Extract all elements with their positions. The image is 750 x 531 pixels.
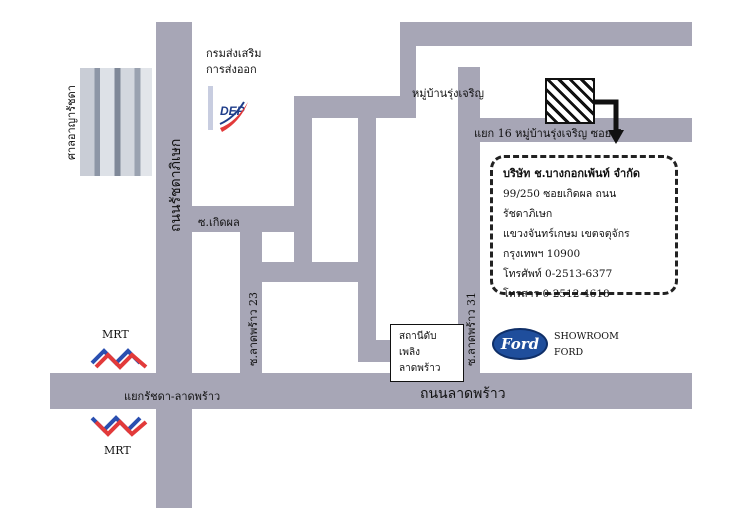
showroom-line2: FORD	[554, 347, 584, 358]
fire-station-line2: ลาดพร้าว	[399, 363, 441, 374]
road-village-inner-vertical	[358, 118, 376, 362]
road-village-mid-vertical	[294, 96, 312, 282]
label-court: ศาลอาญารัชดา	[65, 85, 78, 160]
court-building-image	[80, 68, 152, 176]
label-ratchadaphisek: ถนนรัชดาภิเษก	[168, 138, 184, 232]
fire-station-box: สถานีดับเพลิง ลาดพร้าว	[390, 324, 464, 382]
road-village-left-vertical	[400, 22, 416, 104]
road-ratchadaphisek	[156, 22, 192, 508]
road-ladprao23	[240, 262, 262, 373]
mrt-logo-icon-bottom	[90, 415, 148, 437]
mrt-top-label: MRT	[102, 328, 129, 341]
label-village: หมู่บ้านรุ่งเจริญ	[412, 87, 484, 100]
label-ladprao23: ซ.ลาดพร้าว 23	[247, 291, 260, 366]
dep-swoosh-icon	[208, 86, 248, 132]
ford-logo-text: Ford	[500, 335, 540, 353]
label-intersection: แยกรัชดา-ลาดพร้าว	[124, 390, 221, 403]
arrow-down-icon	[594, 99, 624, 144]
road-inner-connector	[240, 262, 376, 282]
address-line3: กรุงเทพฯ 10900	[503, 248, 581, 260]
road-kirdphol-down	[240, 206, 262, 266]
phone: โทรศัพท์ 0-2513-6377	[503, 268, 613, 280]
address-line2: แขวงจันทร์เกษม เขตจตุจักร	[503, 228, 630, 240]
fire-station-line1: สถานีดับเพลิง	[399, 331, 437, 358]
dep-logo: DEP	[206, 82, 252, 138]
label-kirdphol: ซ.เกิดผล	[198, 216, 240, 229]
fax: โทรสาร 0-2512-4618	[503, 288, 610, 300]
label-ladprao31: ซ.ลาดพร้าว 31	[465, 291, 478, 366]
ford-logo: Ford	[492, 328, 548, 360]
road-village-top	[400, 22, 692, 46]
dep-logo-text: DEP	[220, 104, 245, 118]
dep-line2: การส่งออก	[206, 63, 257, 76]
showroom-line1: SHOWROOM	[554, 331, 619, 342]
address-line1: 99/250 ซอยเกิดผล ถนนรัชดาภิเษก	[503, 188, 617, 220]
label-village-soi: แยก 16 หมู่บ้านรุ่งเจริญ ซอย 7	[474, 127, 622, 140]
road-village-connector	[294, 96, 416, 118]
address-box: บริษัท ช.บางกอกเพ้นท์ จำกัด 99/250 ซอยเก…	[490, 155, 678, 300]
dep-line1: กรมส่งเสริม	[206, 47, 262, 60]
mrt-bottom-label: MRT	[104, 444, 131, 457]
road-ladprao	[50, 373, 692, 409]
company-name: บริษัท ช.บางกอกเพ้นท์ จำกัด	[503, 167, 641, 180]
mrt-logo-icon	[90, 348, 148, 370]
label-ladprao: ถนนลาดพร้าว	[420, 386, 506, 402]
target-building-icon	[545, 78, 595, 124]
road-ladprao31	[458, 67, 480, 373]
